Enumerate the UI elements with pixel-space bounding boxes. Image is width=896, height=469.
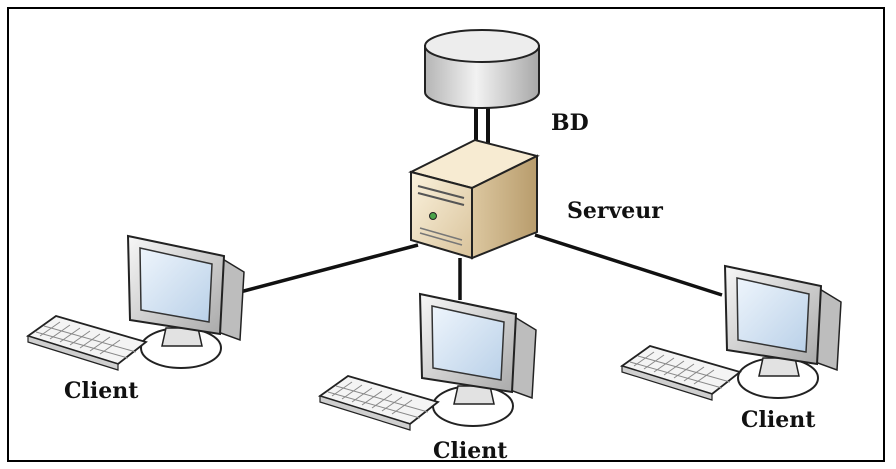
database-label: BD — [551, 110, 589, 136]
link-server-client-left — [239, 243, 419, 294]
keyboard-icon-right — [621, 345, 741, 401]
monitor-icon-right — [724, 265, 842, 399]
client-right-label: Client — [741, 407, 816, 433]
client-left-label: Client — [64, 378, 139, 404]
diagram-frame — [7, 7, 885, 462]
monitor-icon-left — [127, 235, 245, 369]
keyboard-icon-left — [27, 315, 147, 371]
client-center-label: Client — [433, 438, 508, 464]
link-server-client-right — [534, 233, 723, 297]
server-label: Serveur — [567, 198, 663, 224]
keyboard-icon-center — [319, 375, 439, 431]
monitor-icon-center — [419, 293, 537, 427]
server-icon — [408, 138, 540, 260]
database-icon — [424, 29, 540, 109]
